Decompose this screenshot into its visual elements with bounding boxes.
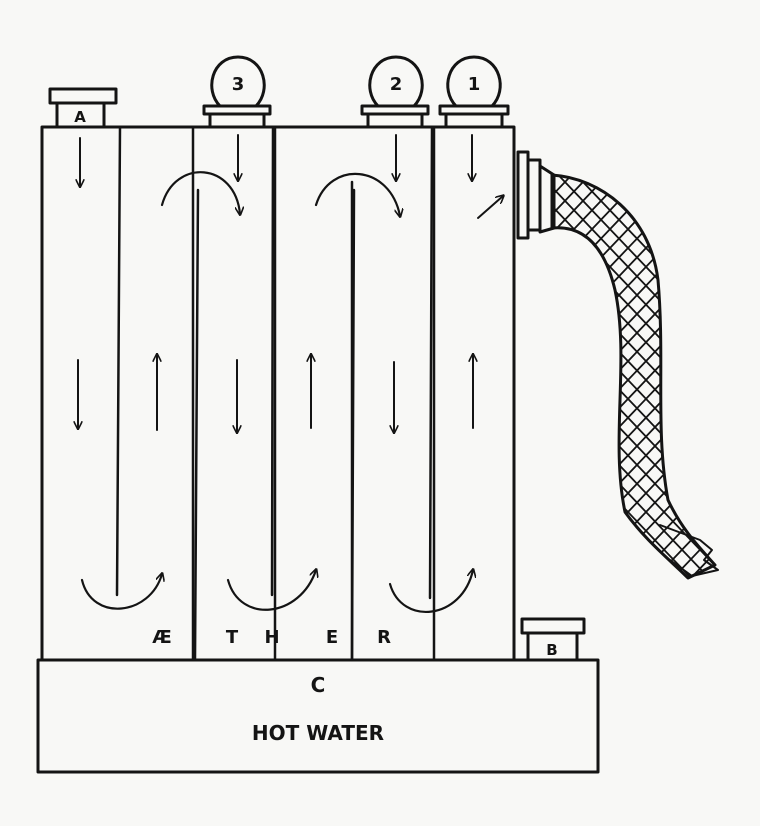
bottle-3-label: 3 [232, 74, 245, 95]
bottle-1: 1 [438, 55, 510, 129]
ether-container [40, 125, 516, 662]
curved-flow-arrows [80, 171, 473, 613]
bottle-2: 2 [360, 55, 430, 129]
ether-letter-2: T [226, 627, 239, 648]
ether-letter-5: R [377, 627, 391, 648]
inlet-a-label: A [74, 108, 86, 126]
tube-connector [516, 150, 556, 240]
partition-top-1 [115, 125, 122, 597]
partitions [115, 125, 436, 662]
arrow-curve-bottom-1 [80, 574, 162, 610]
arrow-curve-bottom-2 [226, 570, 316, 611]
bottle-3: 3 [202, 55, 272, 129]
flow-arrows [78, 134, 503, 432]
partition-bottom-2 [350, 188, 356, 662]
outlet-b: B [520, 617, 586, 662]
inlet-a: A [48, 87, 118, 129]
partition-bottom-1 [193, 188, 200, 662]
braided-tube [550, 173, 719, 580]
chamber-c-label: C [311, 673, 326, 697]
bottle-2-label: 2 [390, 74, 403, 95]
arrow-outlet [477, 196, 503, 219]
arrow-curve-bottom-3 [388, 570, 473, 613]
ether-letter-4: E [326, 627, 338, 648]
hot-water-label: HOT WATER [252, 721, 384, 745]
arrow-curve-top-2 [314, 172, 400, 216]
ether-letter-1: Æ [152, 627, 172, 648]
partition-top-2 [270, 125, 275, 597]
arrow-curve-top-1 [160, 171, 240, 214]
ether-label: Æ T H E R [152, 627, 391, 648]
bottle-1-label: 1 [468, 74, 481, 95]
outlet-b-label: B [546, 641, 557, 659]
partition-top-3 [428, 125, 434, 600]
ether-letter-3: H [264, 627, 279, 648]
